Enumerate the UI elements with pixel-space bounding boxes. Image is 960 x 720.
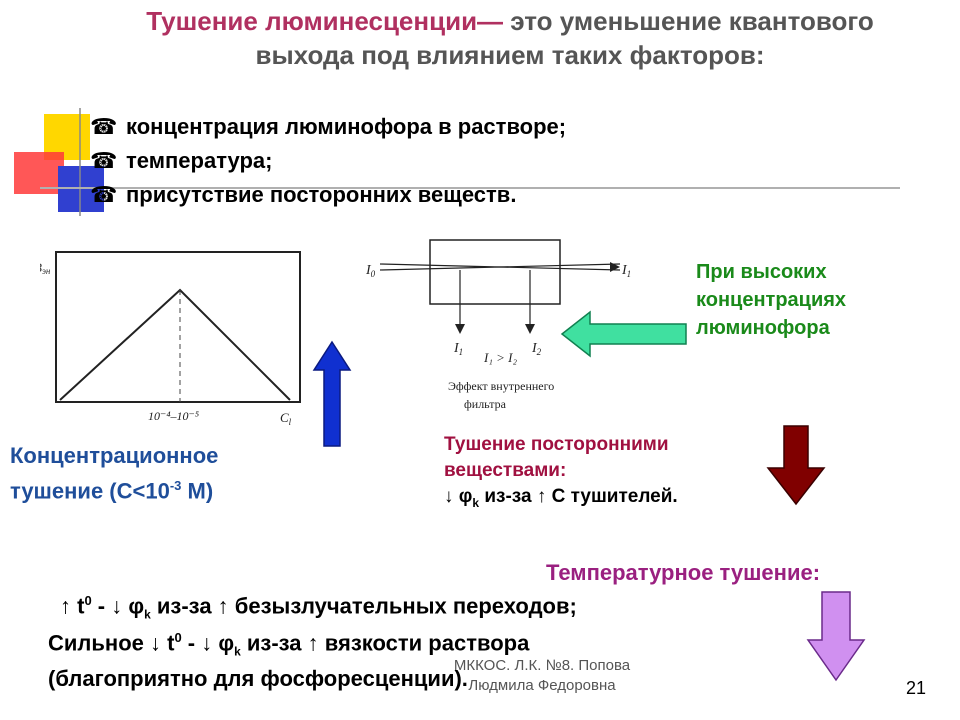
bullet-foreign-substances: ☎ присутствие посторонних веществ. <box>90 182 516 208</box>
beam-line-bottom <box>379 263 621 271</box>
temp-line-3: (благоприятно для фосфоресценции). <box>48 666 468 691</box>
peak-label: 10⁻⁴–10⁻⁵ <box>148 409 199 423</box>
i0-label: I0 <box>365 263 376 279</box>
foreign-line-1: Тушение посторонними <box>444 434 669 455</box>
decorative-squares <box>14 108 104 216</box>
bullet-concentration: ☎ концентрация люминофора в растворе; <box>90 114 566 140</box>
darkred-down-arrow-icon <box>766 425 826 506</box>
blue-up-arrow-icon <box>312 340 352 447</box>
page-number: 21 <box>906 678 927 698</box>
cuvette <box>429 239 561 305</box>
concentration-quenching-graph: Bэн 10⁻⁴–10⁻⁵ Cl <box>40 251 301 427</box>
i2-label: I2 <box>531 341 542 357</box>
y-axis-label: Bэн <box>40 260 51 276</box>
beam-arrow-icon <box>610 262 620 272</box>
slide-title: Тушение люминесценции— это уменьшение кв… <box>100 4 920 72</box>
x-axis-label: Cl <box>280 410 292 427</box>
temp-line-2: Сильное ↓ t0 - ↓ φk из-за ↑ вязкости рас… <box>48 630 530 659</box>
telephone-icon: ☎ <box>90 114 118 139</box>
i1-out-label: I1 <box>621 263 631 279</box>
deco-blue-square <box>58 166 104 212</box>
temperature-quenching-title: Температурное тушение: <box>546 560 821 585</box>
conc-quench-line-1: Концентрационное <box>10 443 219 468</box>
violet-down-arrow-icon <box>806 591 866 682</box>
relation-label: I₁ > I₂ <box>483 350 517 365</box>
bullet-text: концентрация люминофора в растворе; <box>126 114 567 139</box>
title-lead: Тушение люминесценции— <box>146 6 504 36</box>
footer-line-1: МККОС. Л.К. №8. Попова <box>453 657 631 674</box>
green-left-arrow-icon <box>560 310 687 358</box>
divider-line <box>40 187 900 189</box>
caption-line-1: Эффект внутреннего <box>448 379 554 393</box>
caption-line-2: фильтра <box>464 397 507 411</box>
inner-filter-diagram: I0 I1 I1 I2 I₁ > I₂ Эффект внутреннего ф… <box>365 239 631 411</box>
emission-arrow-1-icon <box>455 324 465 334</box>
foreign-line-2: веществами: <box>444 460 567 481</box>
i1-label: I1 <box>453 341 463 357</box>
telephone-icon: ☎ <box>90 148 118 173</box>
emission-arrow-2-icon <box>525 324 535 334</box>
graph-frame <box>55 251 301 403</box>
bullet-text: температура; <box>126 148 273 173</box>
bullet-temperature: ☎ температура; <box>90 148 272 174</box>
telephone-icon: ☎ <box>90 182 118 207</box>
high-concentration-label: При высоких концентрациях люминофора <box>696 261 847 339</box>
conc-quench-line-2: тушение (C<10-3 M) <box>10 478 214 504</box>
quenching-curve <box>59 288 291 401</box>
concentration-quenching-label: Концентрационное тушение (C<10-3 M) <box>10 441 330 506</box>
temp-line-1: ↑ t0 - ↓ φk из-за ↑ безызлучательных пер… <box>60 593 577 622</box>
foreign-quenching-label: Тушение посторонними веществами: ↓ φk из… <box>444 432 784 516</box>
foreign-line-3: ↓ φk из-за ↑ С тушителей. <box>444 486 678 510</box>
footer-author: МККОС. Л.К. №8. Попова Людмила Федоровна <box>412 656 672 696</box>
title-rest: это уменьшение квантового выхода под вли… <box>255 6 874 70</box>
bullet-text: присутствие посторонних веществ. <box>126 182 517 207</box>
footer-line-2: Людмила Федоровна <box>468 677 616 694</box>
